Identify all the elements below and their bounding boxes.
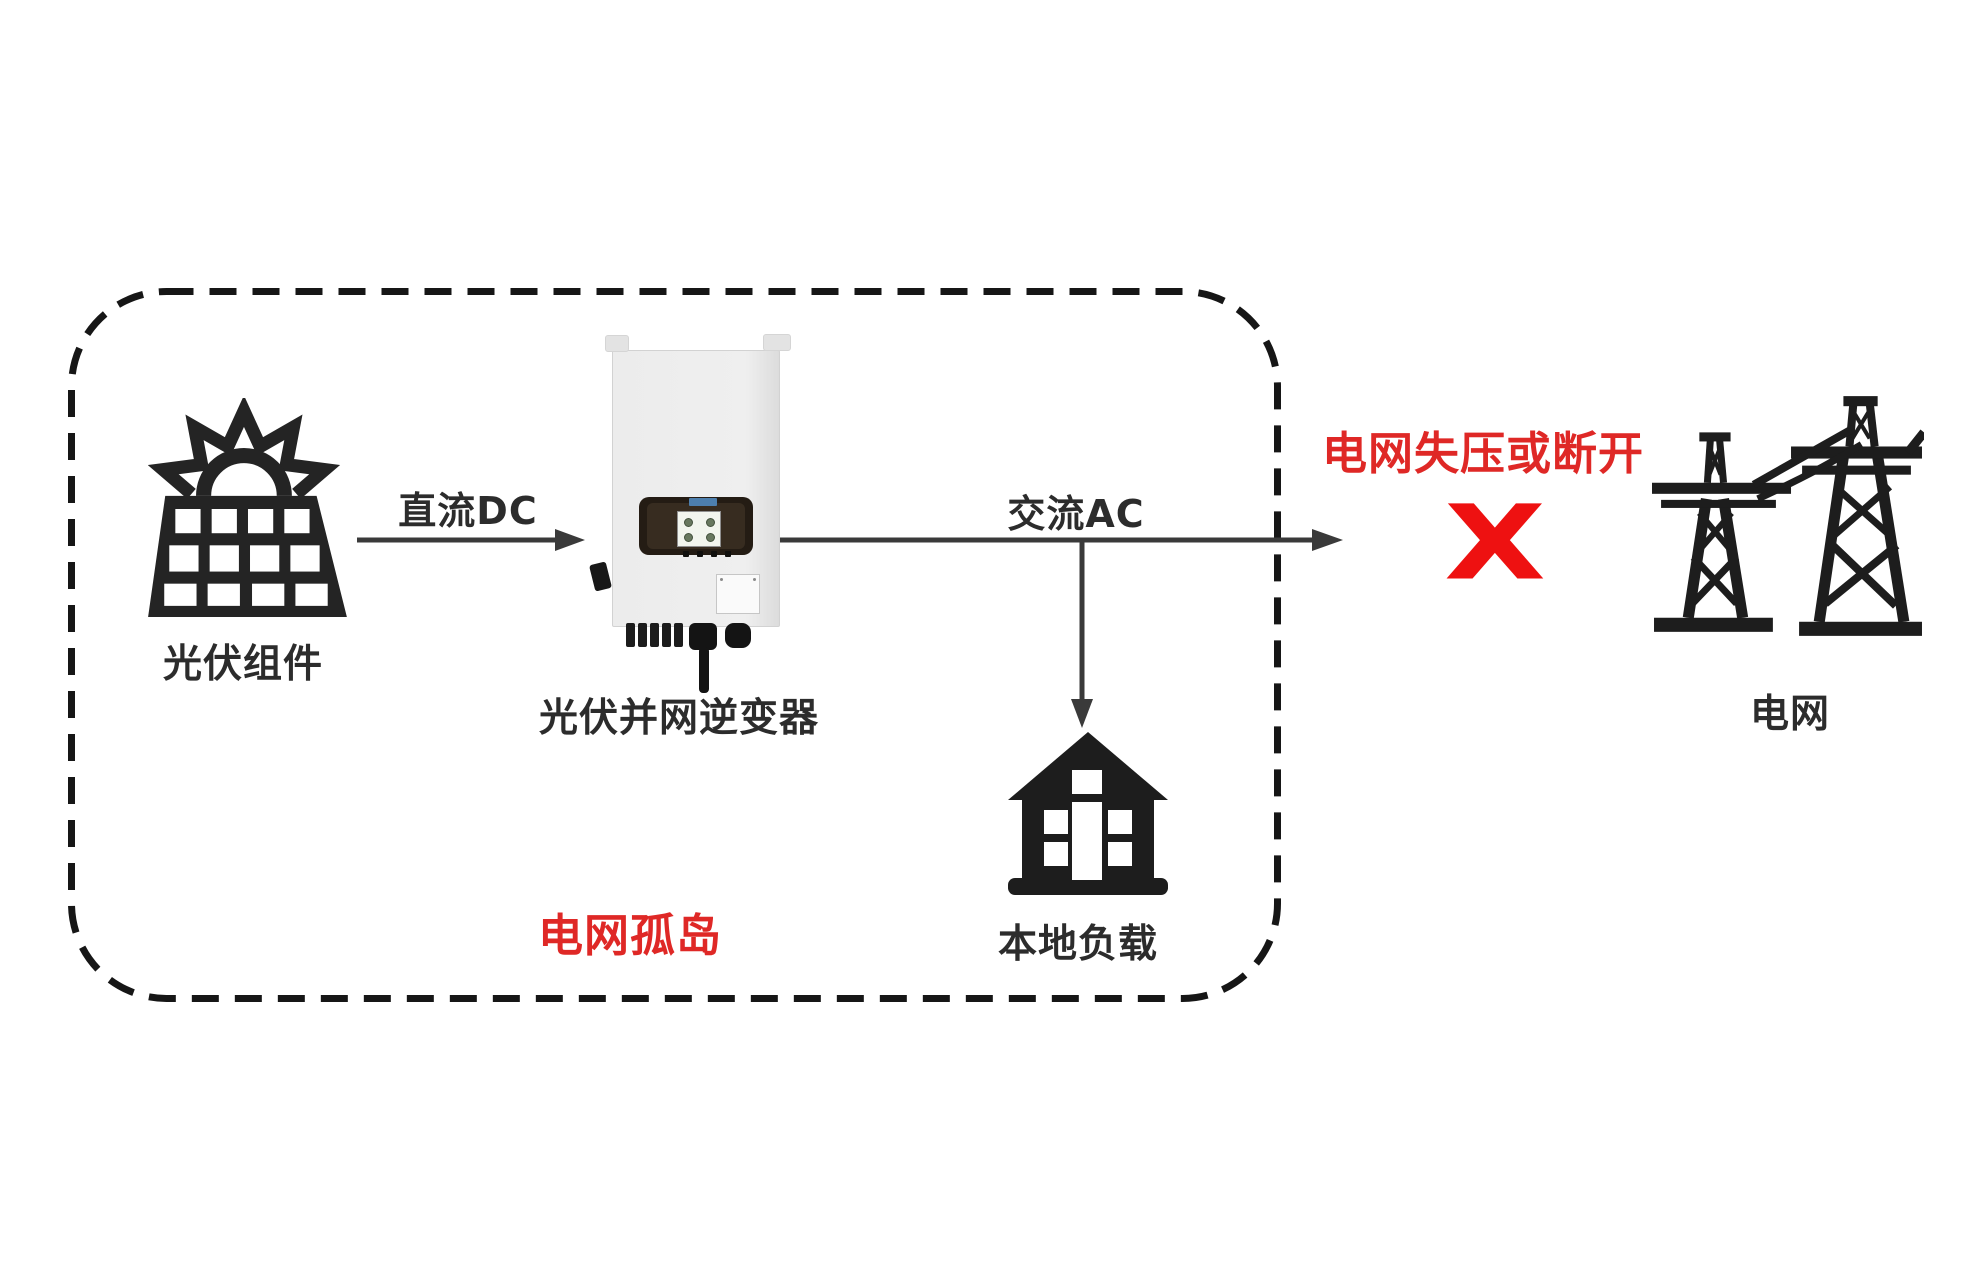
inverter-mount-tab-right — [763, 334, 791, 351]
inverter-button — [697, 551, 703, 557]
house-icon — [1008, 732, 1168, 895]
local-load-label: 本地负载 — [997, 922, 1159, 967]
inverter-terminal — [674, 623, 683, 647]
disconnect-x-mark: X — [1444, 483, 1546, 604]
inverter-terminal — [638, 623, 647, 647]
inverter-mount-tab-left — [605, 335, 629, 352]
inverter-display — [639, 497, 753, 557]
ac-arrow — [778, 529, 1343, 551]
inverter-terminal — [662, 623, 671, 647]
inverter-button — [711, 551, 717, 557]
inverter-ac-plug — [689, 623, 717, 650]
power-towers-icon — [1652, 396, 1924, 636]
load-branch-arrow — [1071, 542, 1093, 728]
dc-arrow — [357, 529, 585, 551]
inverter-button — [725, 551, 731, 557]
grid-fault-label: 电网失压或断开 — [1321, 427, 1645, 480]
inverter-image — [588, 334, 791, 693]
island-label: 电网孤岛 — [537, 909, 723, 962]
inverter-terminal — [650, 623, 659, 647]
pv-module-icon — [148, 398, 347, 617]
inverter-nameplate — [716, 574, 760, 614]
inverter-button — [683, 551, 689, 557]
island-dashed-border — [68, 288, 1281, 1002]
dc-link-label: 直流DC — [398, 489, 538, 533]
ac-link-label: 交流AC — [1007, 492, 1145, 536]
pv-module-label: 光伏组件 — [162, 642, 324, 687]
inverter-screen — [677, 511, 721, 547]
inverter-label: 光伏并网逆变器 — [538, 696, 820, 741]
inverter-cable — [699, 647, 709, 693]
inverter-terminal — [626, 623, 635, 647]
inverter-display-header — [689, 498, 717, 506]
grid-label: 电网 — [1749, 692, 1831, 737]
inverter-com-plug — [725, 623, 751, 648]
